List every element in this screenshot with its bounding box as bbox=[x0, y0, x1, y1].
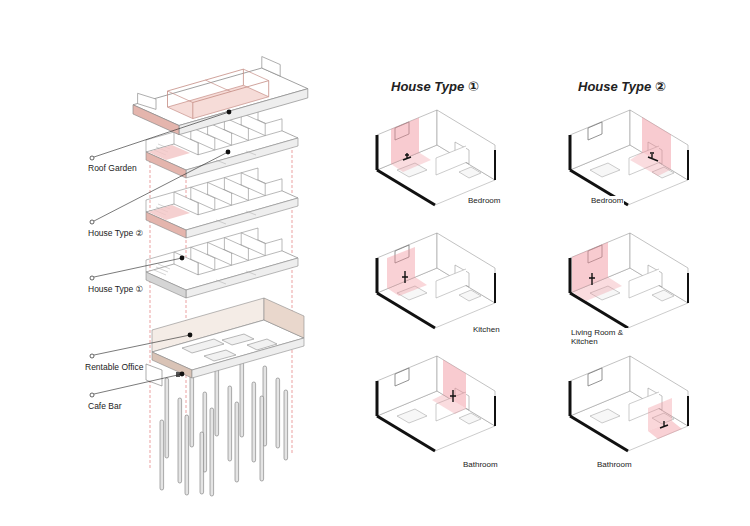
room-caption: Kitchen bbox=[472, 325, 501, 334]
room-caption: Bathroom bbox=[596, 460, 633, 469]
floor-label: House Type ① bbox=[87, 285, 144, 295]
roof-garden bbox=[133, 57, 308, 135]
room-caption: Living Room & Kitchen bbox=[570, 328, 628, 346]
column-heading: House Type ① bbox=[390, 80, 480, 95]
leader-dot bbox=[90, 156, 94, 397]
floor-label: Cafe Bar bbox=[87, 402, 123, 412]
floor-plate bbox=[146, 168, 298, 238]
room-caption: Bedroom bbox=[590, 196, 624, 205]
room-caption: Bathroom bbox=[462, 460, 499, 469]
column bbox=[160, 362, 288, 496]
ground-floor bbox=[146, 298, 304, 386]
target-dot bbox=[180, 110, 232, 377]
column-heading: House Type ② bbox=[577, 80, 667, 95]
leader-line bbox=[94, 112, 229, 394]
floor-label: House Type ② bbox=[87, 229, 144, 239]
floor-plate bbox=[146, 228, 298, 298]
floor-label: Roof Garden bbox=[87, 164, 138, 174]
room-vignette bbox=[377, 110, 688, 451]
floor-label: Rentable Office bbox=[84, 363, 144, 373]
room-caption: Bedroom bbox=[467, 196, 501, 205]
